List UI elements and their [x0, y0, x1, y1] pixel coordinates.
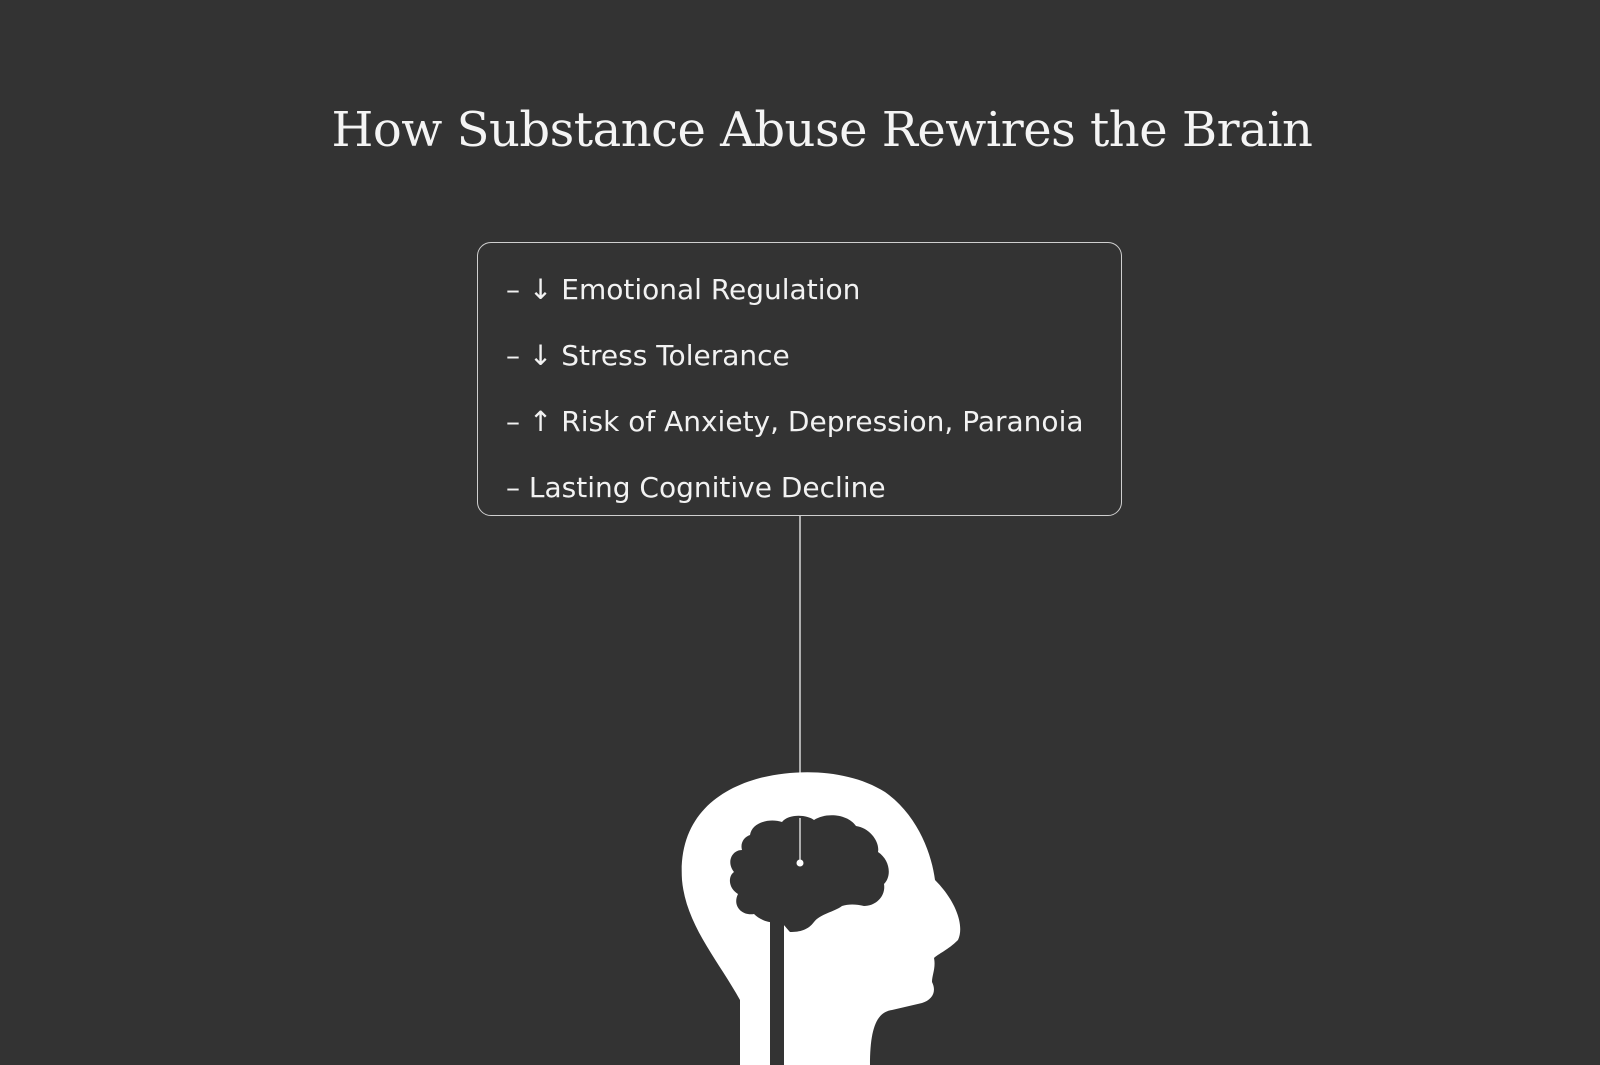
brain-stem [770, 918, 784, 1065]
effects-list: – ↓ Emotional Regulation – ↓ Stress Tole… [506, 257, 1084, 521]
effect-item-stress-tolerance: – ↓ Stress Tolerance [506, 339, 790, 372]
head-silhouette-icon [681, 772, 961, 1065]
page-title: How Substance Abuse Rewires the Brain [331, 102, 1313, 158]
brain-icon [729, 815, 889, 932]
effect-item-risk: – ↑ Risk of Anxiety, Depression, Paranoi… [506, 405, 1084, 438]
effects-callout-box: – ↓ Emotional Regulation – ↓ Stress Tole… [477, 242, 1122, 516]
effect-item-cognitive-decline: – Lasting Cognitive Decline [506, 471, 886, 504]
effect-item-emotional-regulation: – ↓ Emotional Regulation [506, 273, 861, 306]
